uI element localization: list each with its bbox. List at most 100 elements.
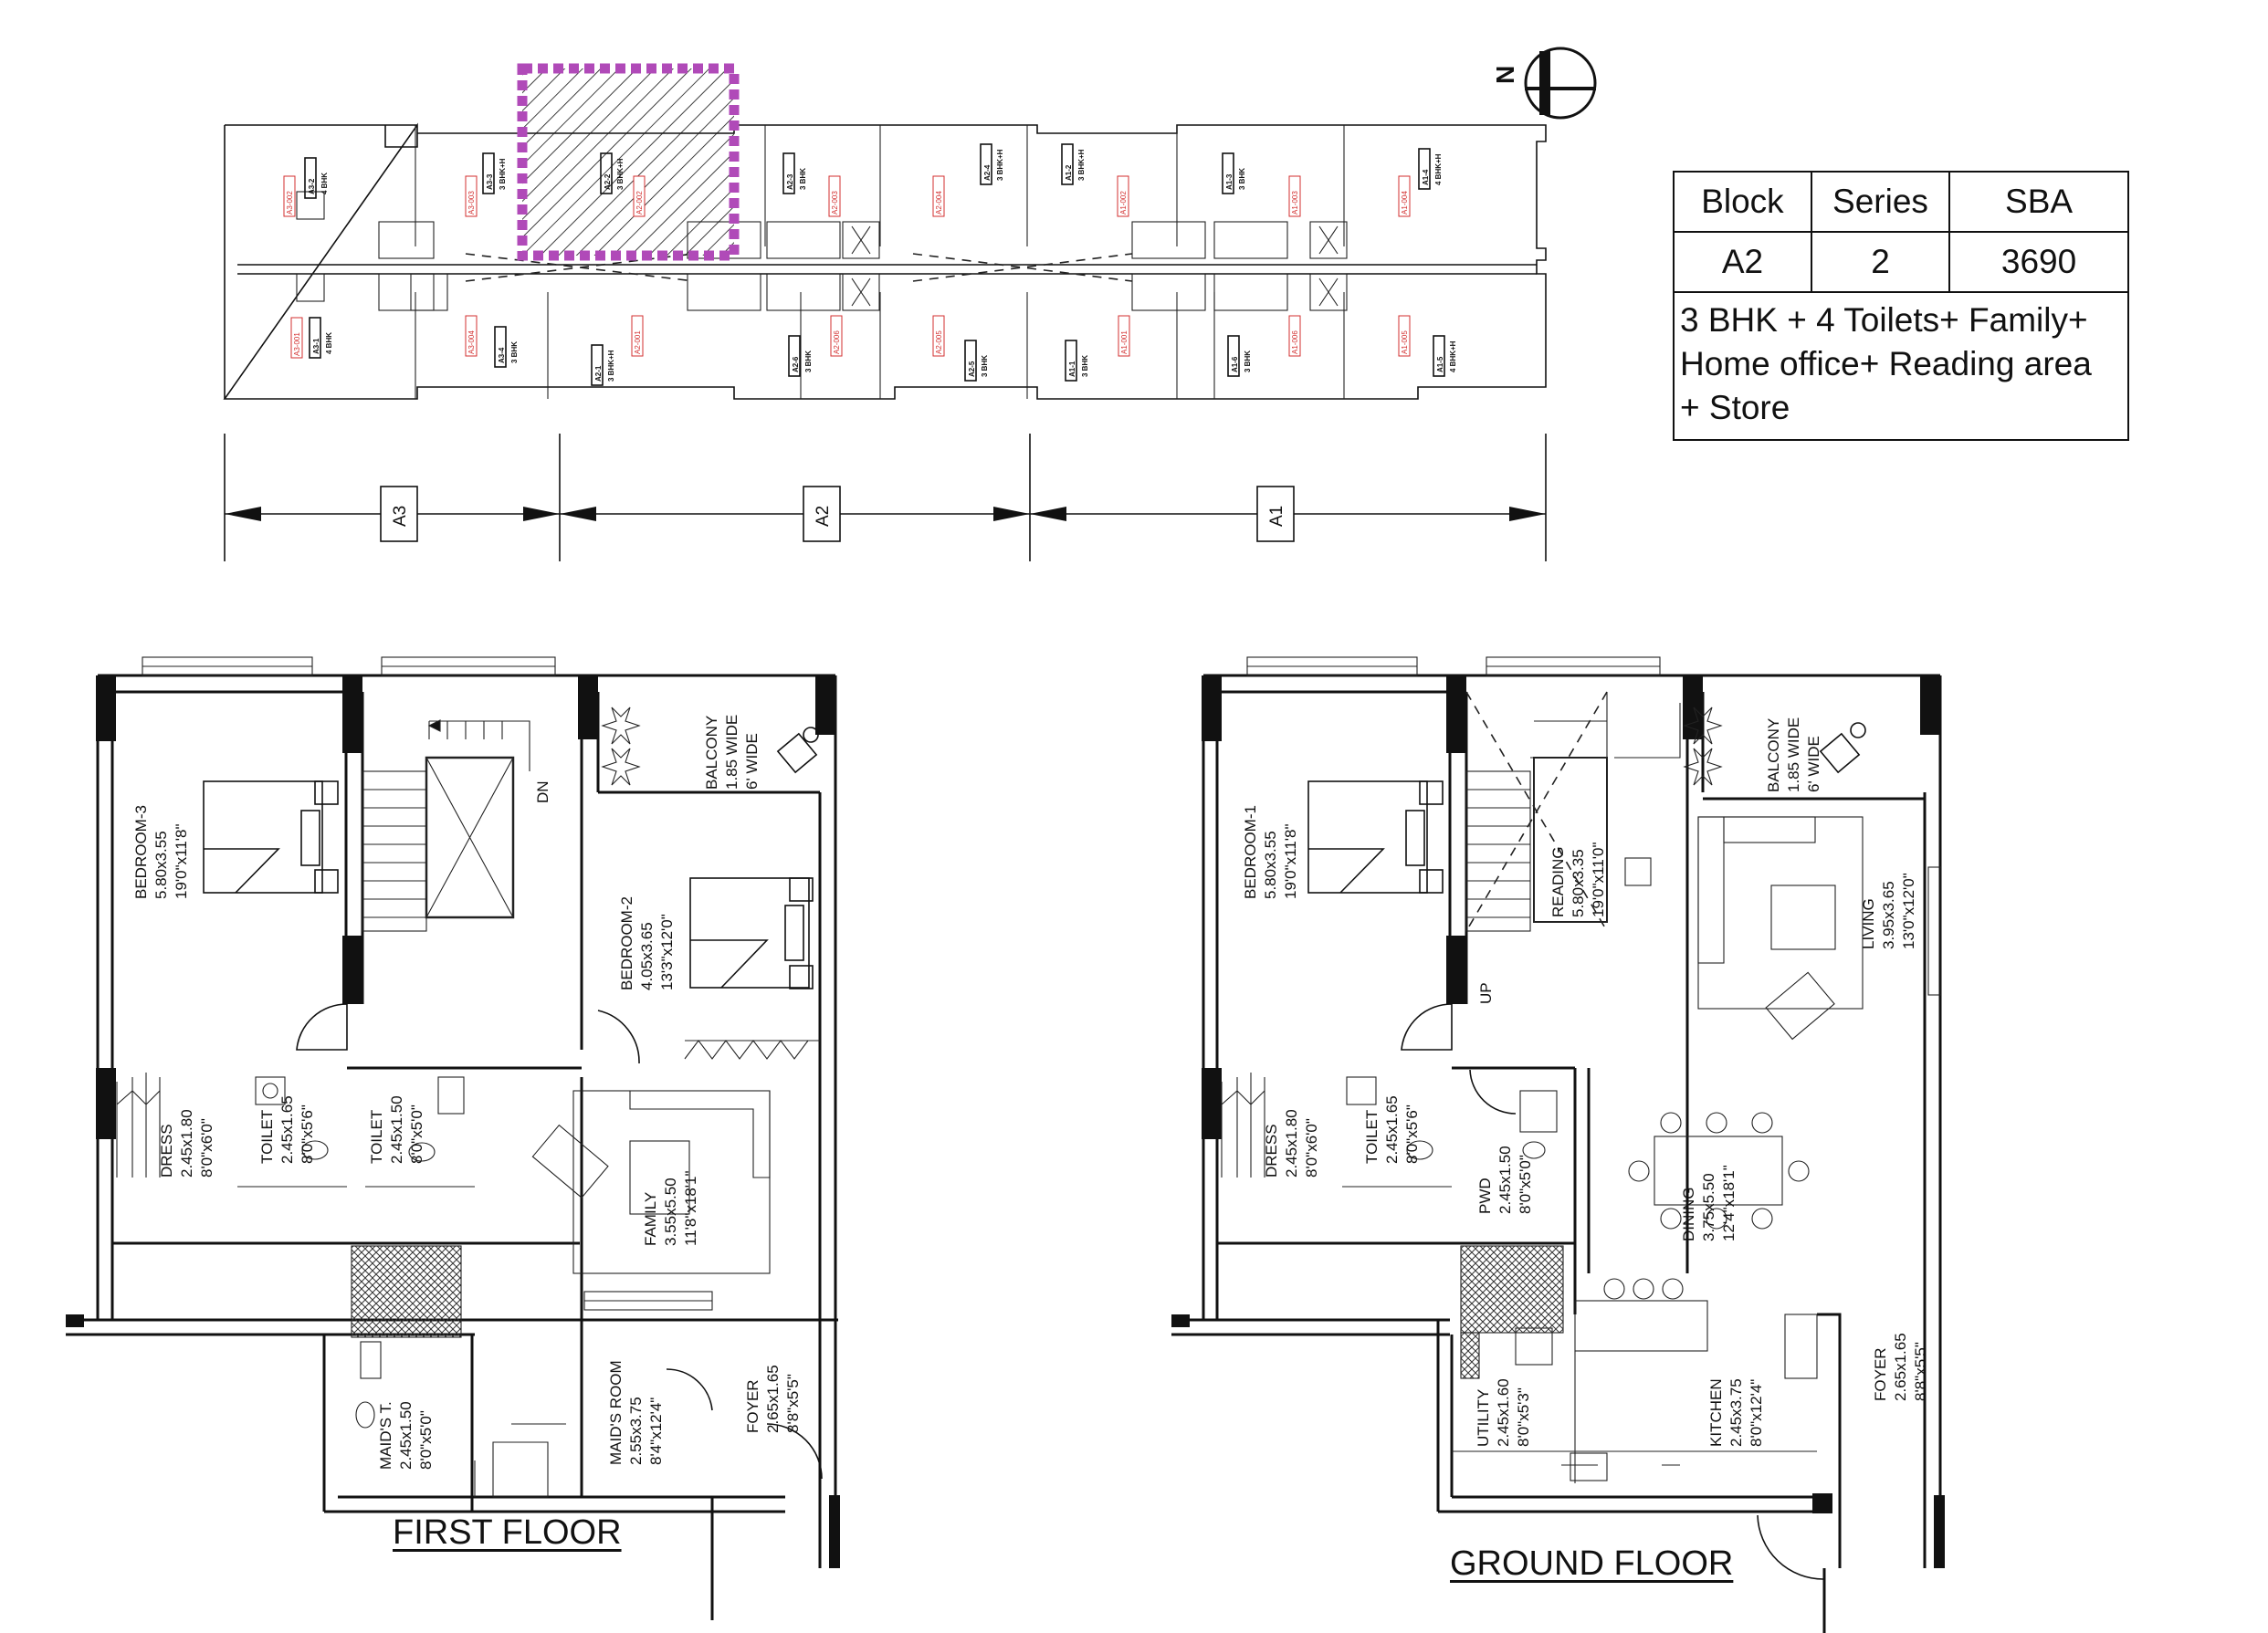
svg-text:4 BHK+H: 4 BHK+H <box>1449 340 1457 372</box>
room-label-reading: READING 5.80x3.35 19'0"x11'0" <box>1549 842 1607 917</box>
svg-text:2.45x3.75: 2.45x3.75 <box>1727 1378 1745 1447</box>
svg-text:LIVING: LIVING <box>1860 898 1877 949</box>
room-label-balcony: BALCONY 1.85 WIDE 6' WIDE <box>1765 717 1822 792</box>
first-floor-plan: DN <box>66 656 840 1620</box>
room-label-utility: UTILITY 2.45x1.60 8'0"x5'3" <box>1475 1378 1532 1447</box>
svg-text:8'0"x12'4": 8'0"x12'4" <box>1748 1379 1765 1447</box>
svg-text:BALCONY: BALCONY <box>1765 718 1782 792</box>
svg-text:8'0"x5'0": 8'0"x5'0" <box>408 1104 425 1164</box>
room-label-family: FAMILY 3.55x5.50 11'8"x18'1" <box>642 1170 699 1246</box>
svg-text:BEDROOM-2: BEDROOM-2 <box>618 896 635 990</box>
svg-text:A3-2: A3-2 <box>308 178 316 194</box>
unit-label-A1-6: A1-6 3 BHK <box>1227 335 1252 377</box>
svg-text:A1-6: A1-6 <box>1231 356 1239 372</box>
wardrobe <box>116 1040 820 1178</box>
room-label-dining: DINING 3.75x5.50 12'4"x18'1" <box>1680 1165 1738 1241</box>
unit-code: A2-001 <box>634 330 642 354</box>
unit-label-A3-1: A3-1 4 BHK <box>309 317 333 359</box>
svg-text:A2-5: A2-5 <box>968 361 976 377</box>
value-series: 2 <box>1810 231 1951 293</box>
unit-code: A2-005 <box>935 330 943 354</box>
room-label-dress: DRESS 2.45x1.80 8'0"x6'0" <box>1263 1109 1320 1178</box>
svg-text:3 BHK+H: 3 BHK+H <box>616 158 625 190</box>
unit-code: A2-003 <box>831 191 839 215</box>
svg-text:TOILET: TOILET <box>258 1110 276 1164</box>
svg-text:DRESS: DRESS <box>158 1124 175 1178</box>
svg-text:FAMILY: FAMILY <box>642 1192 659 1246</box>
unit-label-A2-2: A2-2 3 BHK+H <box>600 152 625 194</box>
selected-unit-highlight <box>517 63 740 261</box>
svg-text:4 BHK: 4 BHK <box>325 332 333 354</box>
first-floor-title: FIRST FLOOR <box>393 1513 622 1552</box>
svg-text:2.45x1.80: 2.45x1.80 <box>1283 1109 1300 1178</box>
block-dimension-lines: A3 A2 A1 <box>224 434 1547 561</box>
bed-icon <box>1307 780 1444 894</box>
svg-text:5.80x3.55: 5.80x3.55 <box>1262 831 1279 899</box>
svg-text:3 BHK+H: 3 BHK+H <box>1077 149 1086 181</box>
ground-floor-title: GROUND FLOOR <box>1450 1544 1734 1583</box>
svg-text:A3-1: A3-1 <box>312 338 320 354</box>
svg-text:5.80x3.35: 5.80x3.35 <box>1570 849 1587 917</box>
unit-label-A2-5: A2-5 3 BHK <box>964 340 989 382</box>
svg-text:8'0"x5'6": 8'0"x5'6" <box>299 1104 316 1164</box>
unit-code: A3-002 <box>286 191 294 215</box>
room-label-foyer: FOYER 2.65x1.65 8'8"x5'5" <box>744 1365 802 1433</box>
bed-icon <box>203 780 339 894</box>
svg-text:DRESS: DRESS <box>1263 1124 1280 1178</box>
svg-text:3 BHK+H: 3 BHK+H <box>996 149 1004 181</box>
chair-icon <box>776 727 819 774</box>
room-label-toilet: TOILET 2.45x1.65 8'0"x5'6" <box>1363 1095 1421 1164</box>
unit-code: A1-001 <box>1120 330 1129 354</box>
svg-text:3 BHK: 3 BHK <box>1238 168 1246 190</box>
svg-text:A3-4: A3-4 <box>498 347 506 363</box>
svg-text:3.75x5.50: 3.75x5.50 <box>1700 1173 1717 1241</box>
svg-text:FOYER: FOYER <box>744 1379 761 1433</box>
room-label-toilet-2: TOILET 2.45x1.50 8'0"x5'0" <box>368 1095 425 1164</box>
svg-text:3 BHK: 3 BHK <box>1244 351 1252 372</box>
room-label-bedroom-2: BEDROOM-2 4.05x3.65 13'3"x12'0" <box>618 896 676 990</box>
selected-unit-hatch <box>522 68 734 256</box>
key-plan: A3-2 4 BHK A3-002 A3-3 3 BHK+H A3-003 A2… <box>223 63 1547 561</box>
room-label-living: LIVING 3.95x3.65 13'0"x12'0" <box>1860 873 1917 949</box>
unit-code: A3-004 <box>467 330 476 354</box>
svg-text:12'4"x18'1": 12'4"x18'1" <box>1720 1165 1738 1241</box>
svg-text:2.65x1.65: 2.65x1.65 <box>764 1365 782 1433</box>
svg-text:13'3"x12'0": 13'3"x12'0" <box>658 914 676 990</box>
unit-info-table: Block Series SBA A2 2 3690 3 BHK + 4 Toi… <box>1673 171 2129 441</box>
stair-up-label: UP <box>1477 982 1495 1004</box>
unit-label-A2-4: A2-4 3 BHK+H <box>980 143 1004 185</box>
svg-text:13'0"x12'0": 13'0"x12'0" <box>1900 873 1917 949</box>
room-label-maids-toilet: MAID'S T. 2.45x1.50 8'0"x5'0" <box>377 1401 435 1470</box>
unit-label-A3-3: A3-3 3 BHK+H <box>482 152 507 194</box>
stair <box>362 719 530 932</box>
unit-label-A2-3: A2-3 3 BHK <box>782 152 807 194</box>
svg-text:3.55x5.50: 3.55x5.50 <box>662 1178 679 1246</box>
svg-text:3.95x3.65: 3.95x3.65 <box>1880 881 1897 949</box>
north-compass-icon: N <box>1491 47 1597 120</box>
unit-code: A3-003 <box>467 191 476 215</box>
svg-text:2.65x1.65: 2.65x1.65 <box>1892 1333 1909 1401</box>
unit-label-A1-1: A1-1 3 BHK <box>1065 340 1089 382</box>
svg-text:BEDROOM-1: BEDROOM-1 <box>1242 805 1259 899</box>
svg-text:3 BHK+H: 3 BHK+H <box>499 158 507 190</box>
living-furniture <box>1697 816 1864 1041</box>
header-block: Block <box>1673 171 1812 233</box>
room-label-bedroom-1: BEDROOM-1 5.80x3.55 19'0"x11'8" <box>1242 805 1299 899</box>
unit-code: A2-004 <box>935 191 943 215</box>
unit-code: A1-004 <box>1401 191 1409 215</box>
room-label-toilet-1: TOILET 2.45x1.65 8'0"x5'6" <box>258 1095 316 1164</box>
svg-text:19'0"x11'8": 19'0"x11'8" <box>173 823 190 899</box>
description-line: Home office+ Reading area <box>1680 345 2092 382</box>
unit-label-A2-1: A2-1 3 BHK+H <box>591 344 615 386</box>
svg-text:19'0"x11'8": 19'0"x11'8" <box>1282 823 1299 899</box>
compass-label: N <box>1491 66 1519 84</box>
svg-text:A1-3: A1-3 <box>1225 173 1234 190</box>
room-label-dress: DRESS 2.45x1.80 8'0"x6'0" <box>158 1109 215 1178</box>
svg-text:3 BHK+H: 3 BHK+H <box>607 350 615 382</box>
room-label-pwd: PWD 2.45x1.50 8'0"x5'0" <box>1476 1146 1534 1214</box>
svg-text:19'0"x11'0": 19'0"x11'0" <box>1590 842 1607 917</box>
svg-text:2.45x1.60: 2.45x1.60 <box>1495 1378 1512 1447</box>
svg-text:2.45x1.50: 2.45x1.50 <box>388 1095 405 1164</box>
chair-icon <box>1819 722 1866 774</box>
